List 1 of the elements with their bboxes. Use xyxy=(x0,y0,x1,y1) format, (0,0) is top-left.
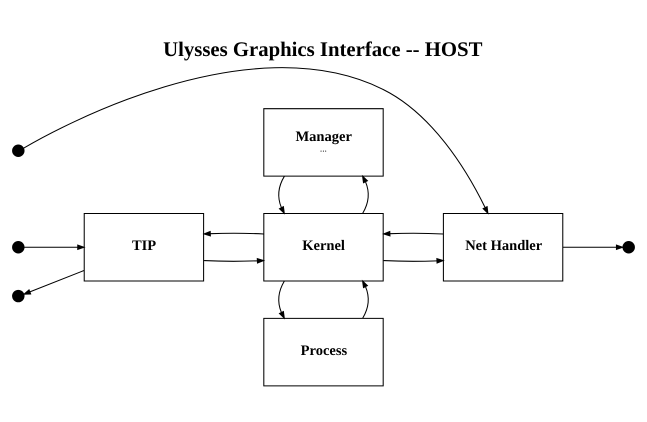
diagram-title: Ulysses Graphics Interface -- HOST xyxy=(163,38,482,61)
